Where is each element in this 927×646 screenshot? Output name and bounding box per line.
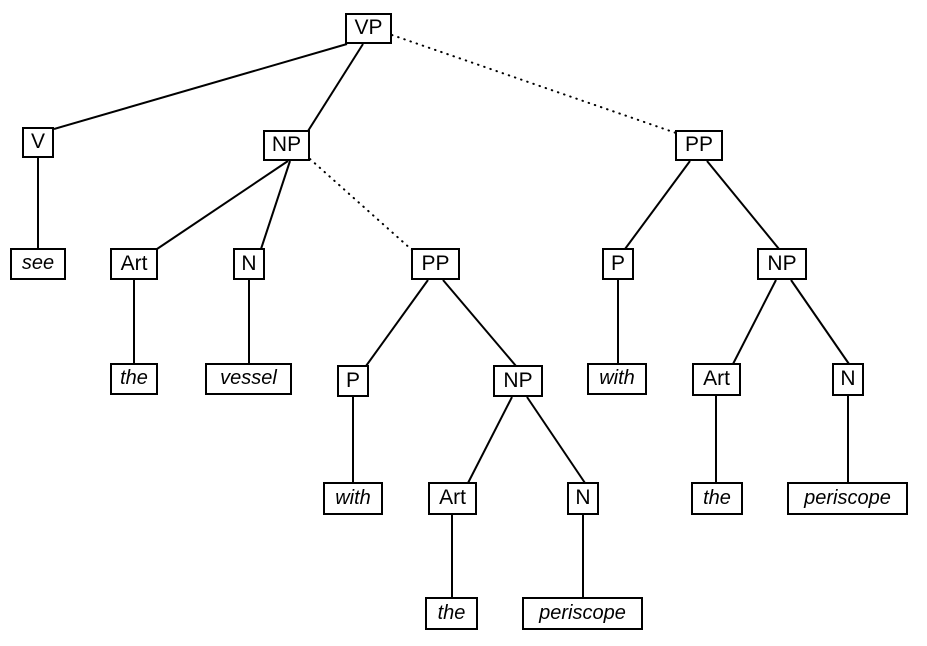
tree-edge-np-right-to-art-right: [732, 279, 777, 365]
node-label: N: [840, 367, 856, 390]
node-label: with: [599, 367, 635, 389]
node-label: N: [575, 486, 591, 509]
node-label: PP: [684, 133, 713, 156]
category-node-pp-mid[interactable]: PP: [411, 248, 460, 280]
category-node-p-right[interactable]: P: [602, 248, 634, 280]
leaf-node-with-right[interactable]: with: [587, 363, 647, 395]
node-label: P: [610, 251, 625, 275]
tree-edge-np-mid-to-n-mid: [526, 396, 586, 484]
category-node-np-right[interactable]: NP: [757, 248, 807, 280]
leaf-node-the-mid[interactable]: the: [425, 597, 478, 630]
tree-edge-np1-to-n1: [260, 160, 291, 250]
category-node-np1[interactable]: NP: [263, 130, 310, 161]
node-label: NP: [503, 368, 533, 392]
tree-edge-np-right-to-n-right: [790, 279, 850, 365]
node-label: V: [30, 130, 45, 153]
category-node-n-mid[interactable]: N: [567, 482, 599, 515]
node-label: Art: [703, 367, 730, 390]
leaf-node-the1[interactable]: the: [110, 363, 158, 395]
category-node-art-right[interactable]: Art: [692, 363, 741, 396]
node-label: NP: [767, 251, 797, 275]
leaf-node-vessel[interactable]: vessel: [205, 363, 292, 395]
node-label: the: [437, 601, 466, 624]
tree-edge-np1-to-art1: [156, 160, 289, 250]
leaf-node-the-right[interactable]: the: [691, 482, 743, 515]
node-label: with: [335, 486, 371, 509]
category-node-p-mid[interactable]: P: [337, 365, 369, 397]
tree-edge-vp-to-v: [53, 43, 348, 130]
node-label: see: [21, 252, 55, 274]
tree-edge-pp-right-to-np-right: [706, 160, 780, 250]
category-node-v[interactable]: V: [22, 127, 54, 158]
category-node-n1[interactable]: N: [233, 248, 265, 280]
category-node-np-mid[interactable]: NP: [493, 365, 543, 397]
tree-edge-vp-to-np1: [307, 43, 364, 132]
node-label: PP: [421, 251, 450, 275]
node-label: P: [345, 368, 360, 392]
tree-edge-pp-mid-to-np-mid: [442, 279, 517, 367]
node-label: periscope: [539, 601, 626, 624]
node-label: N: [241, 251, 257, 275]
node-label: Art: [439, 486, 466, 509]
node-label: vessel: [220, 367, 277, 389]
node-label: VP: [354, 16, 383, 39]
node-label: periscope: [804, 486, 891, 509]
leaf-node-with-mid[interactable]: with: [323, 482, 383, 515]
tree-edge-pp-right-to-p-right: [624, 160, 691, 250]
category-node-art-mid[interactable]: Art: [428, 482, 477, 515]
node-label: the: [703, 486, 731, 509]
tree-edge-pp-mid-to-p-mid: [365, 279, 429, 367]
category-node-pp-right[interactable]: PP: [675, 130, 723, 161]
tree-edge-vp-to-pp-right: [391, 34, 677, 134]
leaf-node-see[interactable]: see: [10, 248, 66, 280]
node-label: NP: [271, 133, 302, 156]
tree-edge-np1-to-pp-mid: [309, 158, 413, 251]
node-label: the: [120, 367, 148, 389]
category-node-vp[interactable]: VP: [345, 13, 392, 44]
category-node-n-right[interactable]: N: [832, 363, 864, 396]
node-label: Art: [120, 251, 148, 275]
leaf-node-periscope-r[interactable]: periscope: [787, 482, 908, 515]
leaf-node-periscope-m[interactable]: periscope: [522, 597, 643, 630]
tree-edge-np-mid-to-art-mid: [467, 396, 513, 484]
category-node-art1[interactable]: Art: [110, 248, 158, 280]
